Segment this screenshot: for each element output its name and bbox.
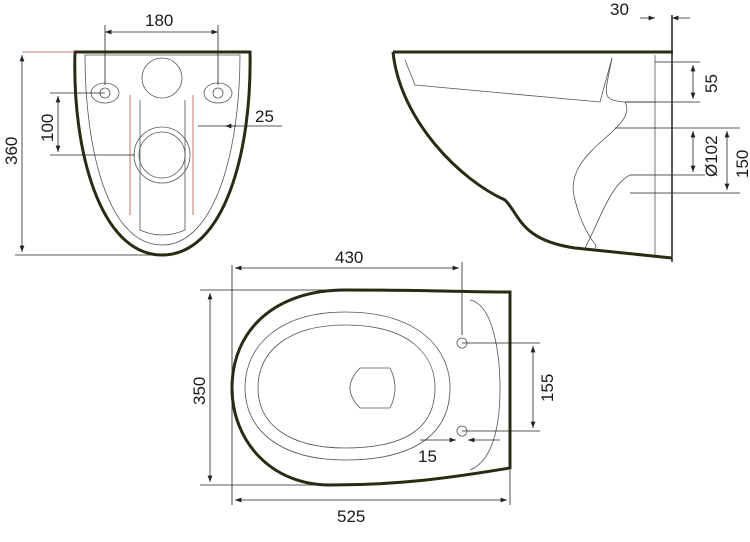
dim-55: 55 (702, 74, 721, 93)
front-outline (73, 50, 252, 257)
dim-525: 525 (337, 507, 365, 526)
dim-diameter-102: Ø102 (702, 135, 721, 177)
top-view: 430 350 155 15 525 (190, 248, 557, 526)
dim-180: 180 (145, 11, 173, 30)
dim-350: 350 (190, 377, 209, 405)
inlet-hole (141, 57, 183, 99)
dim-155: 155 (538, 374, 557, 402)
dim-100: 100 (38, 114, 57, 142)
dim-30: 30 (610, 0, 629, 19)
top-outline (230, 288, 512, 487)
dim-430: 430 (335, 248, 363, 267)
dim-15: 15 (418, 447, 437, 466)
mounting-hole-right (203, 82, 233, 104)
side-view: 30 55 Ø102 150 (391, 0, 750, 262)
side-outline (391, 51, 673, 260)
dim-360: 360 (2, 137, 21, 165)
dim-150: 150 (733, 150, 750, 178)
front-view: 180 360 100 25 (2, 11, 282, 257)
dim-25: 25 (255, 107, 274, 126)
